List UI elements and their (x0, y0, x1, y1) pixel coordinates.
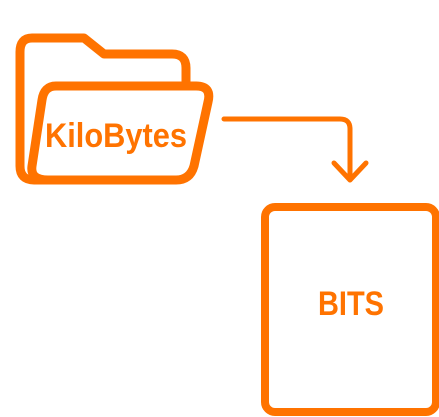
folder-front-flap (27, 81, 214, 185)
folder-icon (15, 33, 191, 185)
conversion-arrow (221, 116, 369, 183)
document-icon (261, 203, 439, 416)
source-folder (15, 33, 214, 185)
target-label: BITS (318, 285, 384, 323)
arrow-down-icon (331, 160, 369, 183)
source-label: KiloBytes (45, 117, 187, 155)
connector-line (221, 116, 353, 181)
